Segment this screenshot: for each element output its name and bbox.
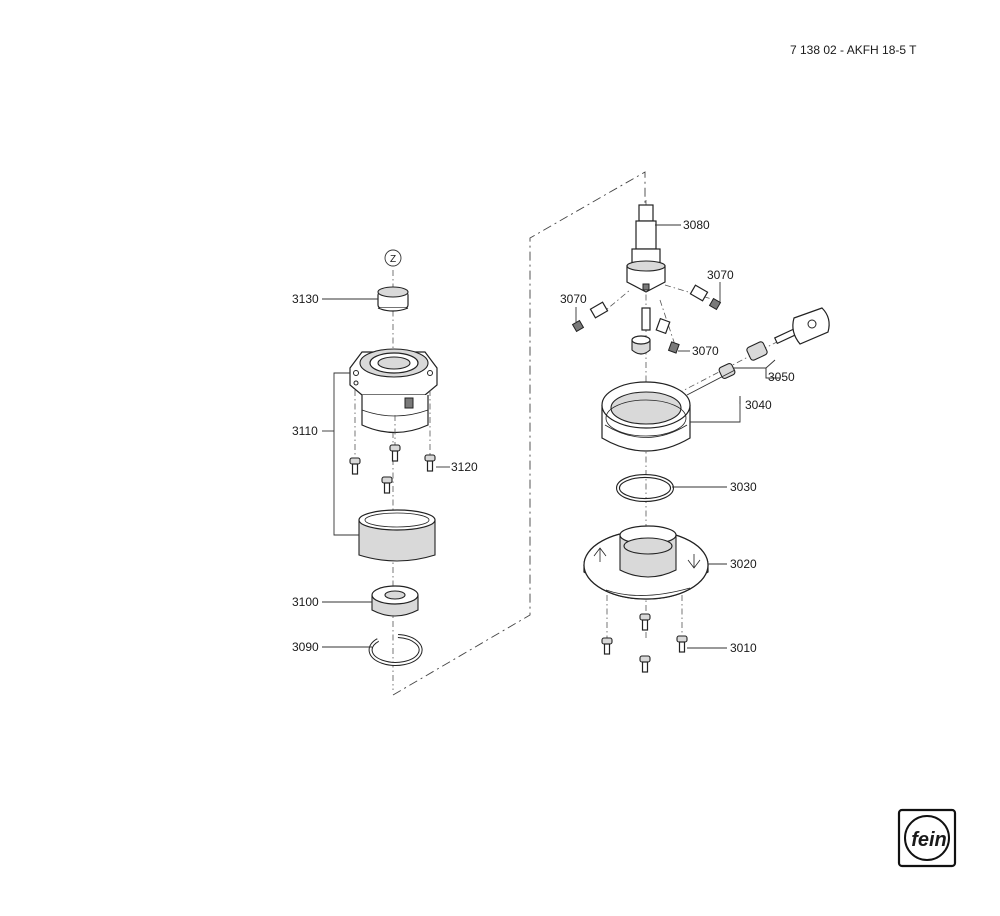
part-3090-circlip	[368, 634, 423, 666]
part-3040-adjust-ring	[601, 381, 691, 452]
label-3030: 3030	[730, 480, 757, 494]
part-3010-screws	[601, 613, 688, 673]
label-3100: 3100	[292, 595, 319, 609]
part-3020-base-plate	[583, 525, 709, 600]
assembly-path-line	[392, 171, 646, 696]
label-3010: 3010	[730, 641, 757, 655]
part-3120-screws	[349, 444, 436, 494]
label-3130: 3130	[292, 292, 319, 306]
label-3020: 3020	[730, 557, 757, 571]
part-3130-cap	[377, 286, 409, 312]
part-3070-items	[571, 284, 722, 354]
zone-marker-label: Z	[390, 254, 396, 265]
part-3100-bearing	[371, 585, 419, 617]
label-3110: 3110	[292, 424, 318, 438]
label-3050: 3050	[768, 370, 795, 384]
part-3050-knob	[664, 307, 830, 401]
label-3080: 3080	[683, 218, 710, 232]
zone-marker: Z	[384, 249, 402, 267]
label-3070-center: 3070	[692, 344, 719, 358]
fein-logo: fein	[897, 808, 957, 868]
part-3110-sleeve	[358, 509, 436, 562]
document-code: 7 138 02 - AKFH 18-5 T	[790, 43, 917, 57]
part-3080-spindle	[626, 204, 666, 293]
label-3090: 3090	[292, 640, 319, 654]
label-3120: 3120	[451, 460, 478, 474]
part-3030-o-ring	[616, 474, 674, 502]
label-3070-right: 3070	[707, 268, 734, 282]
fein-logo-mark: fein	[911, 829, 947, 851]
label-3070-left: 3070	[560, 292, 587, 306]
part-sub-shaft	[631, 307, 651, 355]
label-3040: 3040	[745, 398, 772, 412]
part-3110-housing	[349, 348, 438, 434]
